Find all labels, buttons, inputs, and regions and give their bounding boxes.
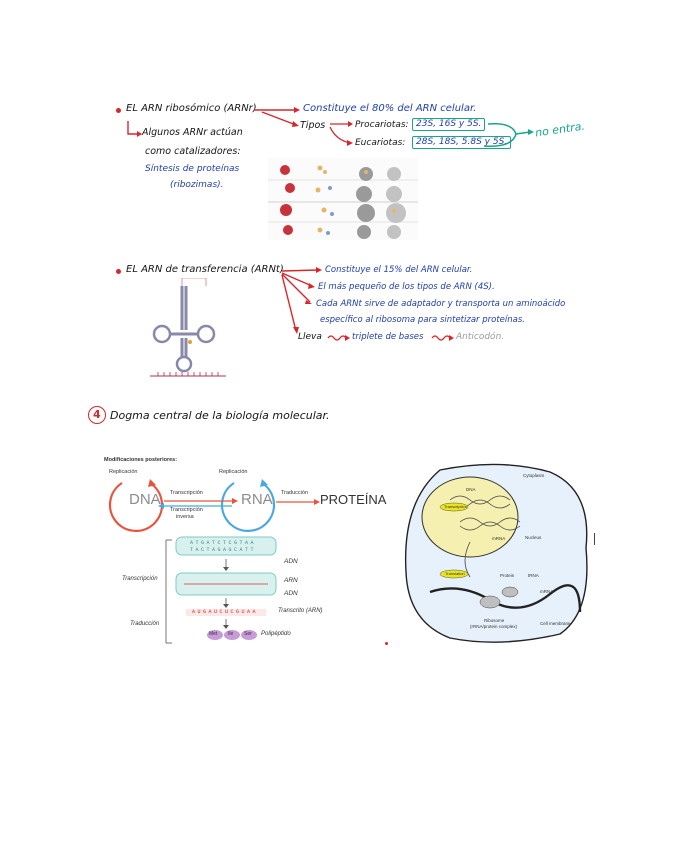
handwritten-arrows	[0, 0, 677, 848]
